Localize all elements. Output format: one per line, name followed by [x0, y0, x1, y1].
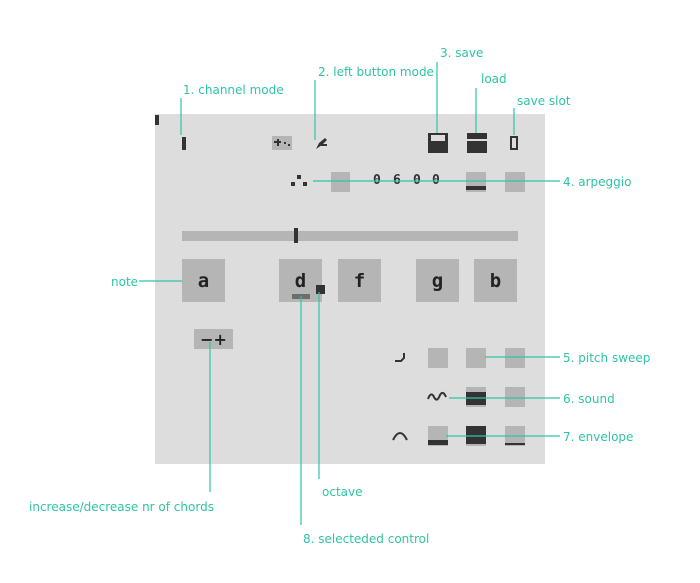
label-pitch-sweep: 5. pitch sweep [563, 351, 651, 365]
sweep-cell-2[interactable] [466, 348, 486, 368]
label-channel-mode: 1. channel mode [183, 83, 284, 97]
octave-indicator[interactable] [316, 285, 325, 294]
note-box-b[interactable]: b [474, 259, 517, 302]
envelope-icon [392, 432, 408, 441]
label-left-button-mode: 2. left button mode [318, 65, 434, 79]
label-load: load [481, 72, 507, 86]
arp-digit-1[interactable]: 0 [373, 173, 381, 188]
label-note: note [111, 275, 139, 289]
label-chords: increase/decrease nr of chords [29, 500, 214, 514]
arpeggio-icon[interactable] [291, 173, 311, 189]
arp-digit-4[interactable]: 0 [432, 173, 440, 188]
label-selected-control: 8. selecteded control [303, 532, 430, 546]
selected-underline [292, 294, 310, 299]
sweep-cell-1[interactable] [428, 348, 448, 368]
arp-digit-2[interactable]: 6 [393, 173, 401, 188]
label-save-slot: save slot [517, 94, 571, 108]
label-save: 3. save [440, 46, 484, 60]
position-slider-track[interactable] [182, 231, 518, 241]
note-box-g[interactable]: g [416, 259, 459, 302]
save-slot-value[interactable] [510, 136, 518, 150]
label-octave: octave [322, 485, 363, 499]
panel-corner-marker [155, 115, 159, 125]
sound-cell-1[interactable] [466, 387, 486, 407]
envelope-cell-2[interactable] [466, 426, 486, 446]
arpeggio-speed-cell[interactable] [466, 172, 486, 192]
wave-icon [427, 391, 447, 401]
arpeggio-toggle[interactable] [331, 172, 350, 192]
sound-cell-2[interactable] [505, 387, 525, 407]
left-button-mode-icon[interactable] [272, 136, 292, 150]
label-envelope: 7. envelope [563, 430, 634, 444]
note-box-f[interactable]: f [338, 259, 381, 302]
save-floppy-icon[interactable] [428, 133, 448, 153]
chords-stepper[interactable]: −+ [194, 329, 233, 349]
envelope-cell-1[interactable] [428, 426, 448, 446]
pencil-icon[interactable] [312, 134, 330, 152]
channel-mode-icon[interactable] [182, 137, 186, 150]
arp-digit-3[interactable]: 0 [413, 173, 421, 188]
note-box-a[interactable]: a [182, 259, 225, 302]
position-slider-handle[interactable] [294, 228, 298, 243]
sweep-cell-3[interactable] [505, 348, 525, 368]
sweep-icon [395, 353, 405, 362]
load-folder-icon[interactable] [467, 133, 487, 153]
label-arpeggio: 4. arpeggio [563, 175, 632, 189]
note-box-d[interactable]: d [279, 259, 322, 302]
label-sound: 6. sound [563, 392, 615, 406]
envelope-cell-3[interactable] [505, 426, 525, 446]
arpeggio-extra-cell[interactable] [505, 172, 525, 192]
